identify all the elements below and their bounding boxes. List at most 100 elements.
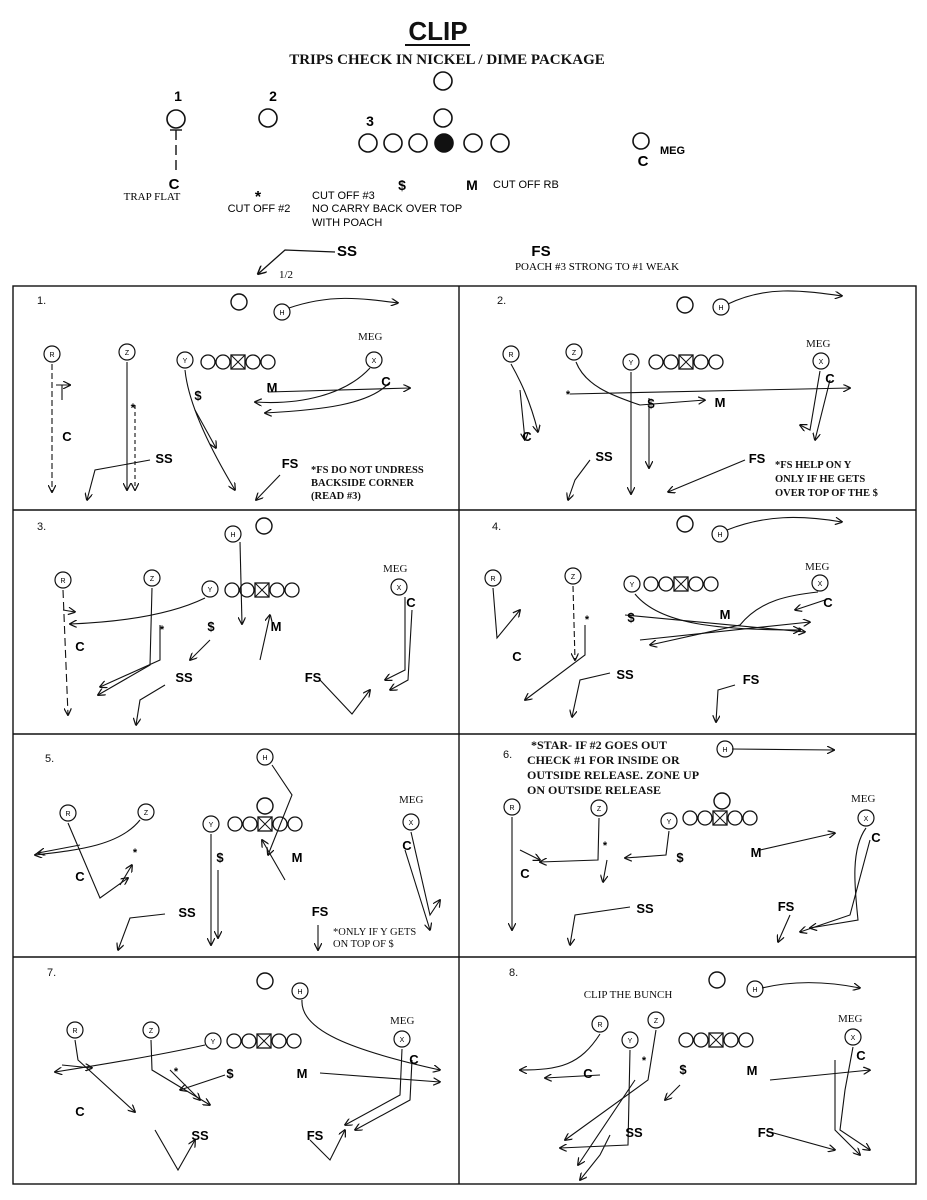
corner-jam [56,385,70,400]
h-route [731,749,834,750]
offensive-line [358,133,510,153]
corner: C [75,869,85,884]
money: $ [216,850,224,865]
svg-text:Y: Y [208,587,213,594]
corner: C [520,866,530,881]
back-near [433,108,453,128]
panel-6-meg: MEG [851,793,876,805]
r-route [67,822,128,899]
ss-drop [136,684,166,725]
page-subtitle: TRIPS CHECK IN NICKEL / DIME PACKAGE [289,52,605,68]
money-drop [665,1084,681,1100]
offensive-line [224,582,300,598]
page-title: CLIP [408,16,467,46]
fs-drop [256,474,281,500]
svg-text:Y: Y [211,1039,216,1046]
money: $ [676,850,684,865]
svg-text:X: X [372,358,377,365]
player-h: H [746,980,764,998]
corner-drop [795,599,826,610]
panel-1-note-2: BACKSIDE CORNER [311,478,414,489]
player-r: R [59,804,77,822]
ss-drop [570,906,631,945]
r-route [520,1033,601,1070]
corner: C [823,595,833,610]
panel-2-meg: MEG [806,338,831,350]
offensive-line [678,1032,754,1048]
panel-labels: 1. 2. 3. 4. 5. 6. 7. 8. *FS DO NOT UNDRE… [37,295,878,1027]
offensive-line [648,354,724,370]
offensive-line [227,816,303,832]
svg-text:Z: Z [597,806,602,813]
panel-4-number: 4. [492,521,501,533]
panel-3-meg: MEG [383,563,408,575]
corner: C [381,374,391,389]
h-route [726,516,842,531]
panel-2-note-2: ONLY IF HE GETS [775,474,865,485]
panel-8-note-1: CLIP THE BUNCH [584,989,673,1001]
money-rule-1: CUT OFF #3 [312,190,375,202]
svg-text:H: H [717,532,722,539]
svg-text:R: R [60,578,65,585]
corner: C [75,639,85,654]
fs-drop [319,679,370,715]
fs: FS [282,456,299,471]
corner-route [265,381,391,413]
corner: C [62,429,72,444]
mike: M [751,845,762,860]
y-route [634,593,800,630]
mike: M [292,850,303,865]
corner-route-w [834,1060,860,1155]
corner-route-w [815,379,831,440]
svg-text:H: H [230,532,235,539]
offensive-line [643,576,719,592]
fs-drop [309,1130,345,1161]
svg-text:Y: Y [630,582,635,589]
mike-route [759,833,835,851]
money-drop [190,639,211,660]
z-route [35,819,141,855]
back-circle [256,972,274,990]
panel-7-number: 7. [47,967,56,979]
panel-5-meg: MEG [399,794,424,806]
player-r: R [43,345,61,363]
ss-drop [580,1134,611,1180]
panel-4-meg: MEG [805,561,830,573]
svg-text:R: R [490,576,495,583]
y-route [625,830,670,858]
star: * [566,389,571,401]
svg-text:Z: Z [654,1018,659,1025]
corner-route [404,849,430,930]
panel-1-meg: MEG [358,331,383,343]
fs-defender: FS [531,243,550,260]
svg-text:R: R [49,352,54,359]
panel-2-number: 2. [497,295,506,307]
svg-text:X: X [864,816,869,823]
svg-text:R: R [72,1028,77,1035]
back-deep [433,71,453,91]
player-h: H [256,748,274,766]
corner: C [871,830,881,845]
ss: SS [636,901,654,916]
svg-text:Z: Z [125,350,130,357]
player-z: Z [143,569,161,587]
fs-drop [668,459,746,492]
star: * [642,1055,647,1067]
panel-8-number: 8. [509,967,518,979]
svg-text:X: X [397,585,402,592]
star-rule: CUT OFF #2 [228,203,291,215]
svg-text:R: R [597,1022,602,1029]
ss-drop [568,459,591,500]
r-route [62,589,68,715]
z-route [573,585,575,660]
money-rule-2: NO CARRY BACK OVER TOP [312,203,462,215]
corner-route [355,1059,413,1130]
panel-6-note-3: OUTSIDE RELEASE. ZONE UP [527,768,699,782]
corner: C [409,1052,419,1067]
ss: SS [178,905,196,920]
corner: C [825,371,835,386]
x-route [650,591,819,645]
mike-rule: CUT OFF RB [493,179,559,191]
y-route [560,1049,631,1148]
